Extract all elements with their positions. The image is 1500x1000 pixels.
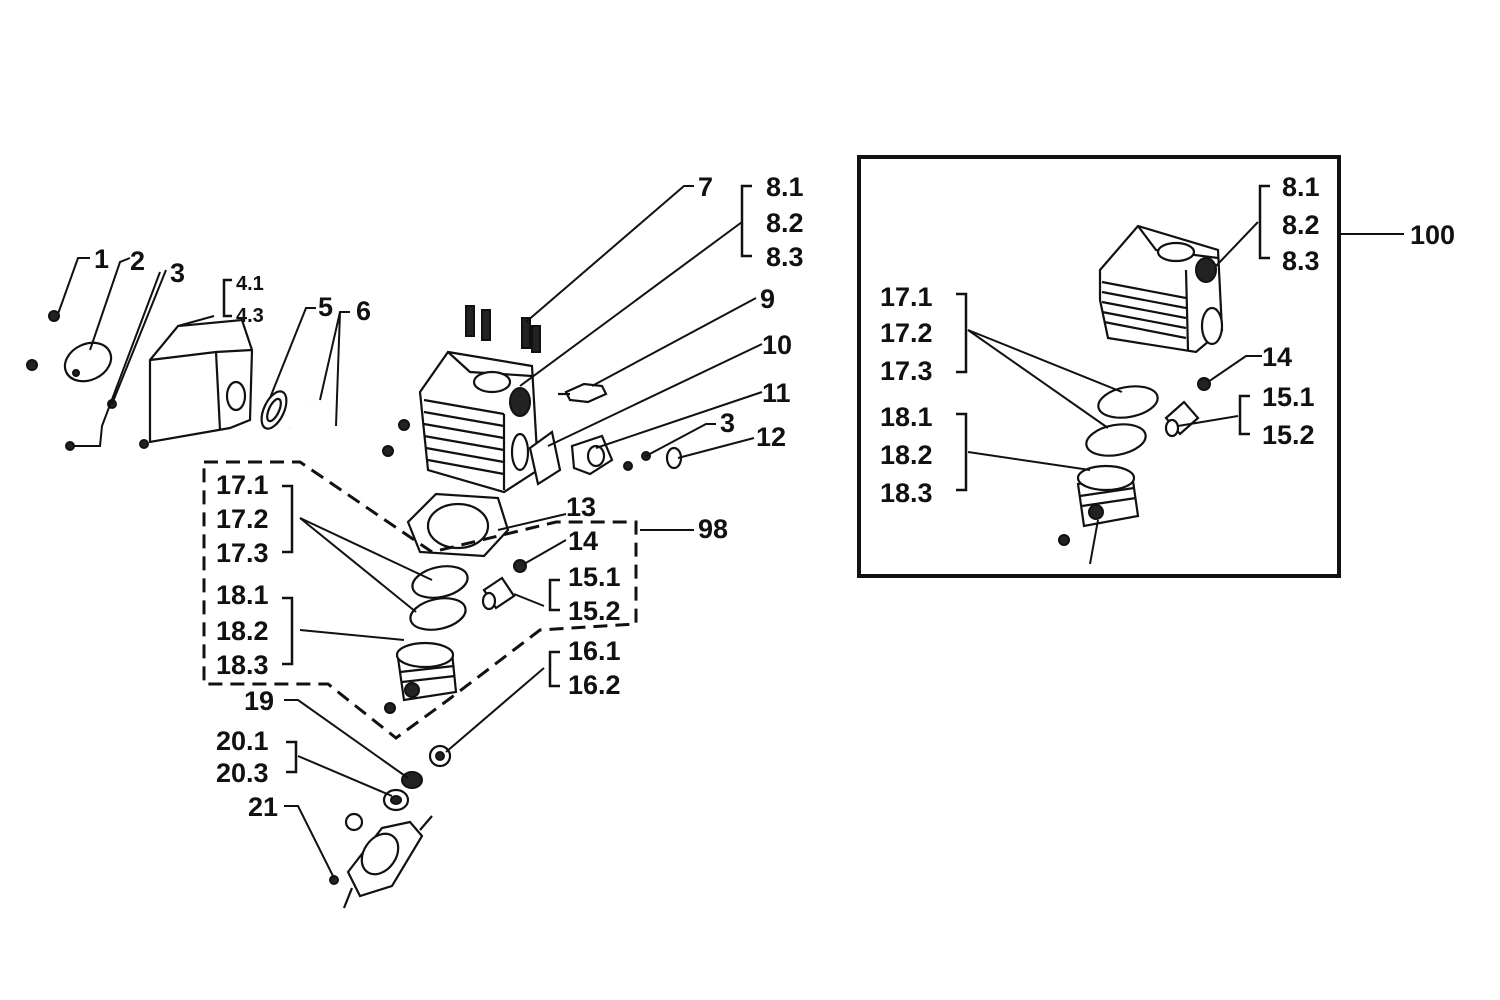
label-brackets xyxy=(222,184,752,774)
part-bolts-6 xyxy=(289,402,410,457)
label-14: 14 xyxy=(568,526,598,556)
inset-brackets xyxy=(956,184,1270,492)
label-20-3: 20.3 xyxy=(216,758,269,788)
inset-ring-upper xyxy=(1097,385,1159,419)
label-6: 6 xyxy=(356,296,371,326)
part-bearing-16 xyxy=(428,744,452,768)
inset-label-15-1: 15.1 xyxy=(1262,382,1315,412)
label-10: 10 xyxy=(762,330,792,360)
part-muffler xyxy=(148,318,254,444)
label-9: 9 xyxy=(760,284,775,314)
part-intake xyxy=(528,430,683,486)
label-8-3: 8.3 xyxy=(766,242,804,272)
label-8-2: 8.2 xyxy=(766,208,804,238)
label-19: 19 xyxy=(244,686,274,716)
inset-label-14: 14 xyxy=(1262,342,1292,372)
inset-label-18-3: 18.3 xyxy=(880,478,933,508)
inset-label-8-2: 8.2 xyxy=(1282,210,1320,240)
label-98: 98 xyxy=(698,514,728,544)
part-labels: 1 2 3 4.1 4.3 5 6 7 8.1 8.2 8.3 9 10 11 … xyxy=(94,172,804,822)
inset-ring-lower xyxy=(1085,423,1147,457)
label-kit-100: 100 xyxy=(1410,220,1455,250)
label-17-2: 17.2 xyxy=(216,504,269,534)
label-16-2: 16.2 xyxy=(568,670,621,700)
label-13: 13 xyxy=(566,492,596,522)
label-12: 12 xyxy=(756,422,786,452)
label-8-1: 8.1 xyxy=(766,172,804,202)
inset-label-18-1: 18.1 xyxy=(880,402,933,432)
leader-lines xyxy=(57,185,763,879)
label-11: 11 xyxy=(762,378,791,408)
label-18-1: 18.1 xyxy=(216,580,269,610)
part-valve-9 xyxy=(558,382,608,404)
label-5: 5 xyxy=(318,292,333,322)
inset-cylinder xyxy=(1098,224,1224,354)
label-1: 1 xyxy=(94,244,109,274)
label-3: 3 xyxy=(170,258,185,288)
inset-label-17-2: 17.2 xyxy=(880,318,933,348)
inset-label-8-3: 8.3 xyxy=(1282,246,1320,276)
label-16-1: 16.1 xyxy=(568,636,621,666)
inset-label-8-1: 8.1 xyxy=(1282,172,1320,202)
part-piston-rings xyxy=(409,565,469,631)
label-3b: 3 xyxy=(720,408,735,438)
inset-leader-lines xyxy=(967,221,1404,471)
part-cylinder xyxy=(418,350,540,494)
kit-98-outline xyxy=(202,460,638,740)
label-18-2: 18.2 xyxy=(216,616,269,646)
label-7: 7 xyxy=(698,172,713,202)
label-15-2: 15.2 xyxy=(568,596,621,626)
label-2: 2 xyxy=(130,246,145,276)
label-21: 21 xyxy=(248,792,278,822)
part-pin-clip xyxy=(481,559,527,611)
label-4-1: 4.1 xyxy=(236,273,264,295)
part-screws-cap xyxy=(26,310,149,451)
main-exploded-view: 1 2 3 4.1 4.3 5 6 7 8.1 8.2 8.3 9 10 11 … xyxy=(26,172,804,909)
inset-piston xyxy=(1058,464,1140,565)
label-17-3: 17.3 xyxy=(216,538,269,568)
part-piston xyxy=(384,641,458,714)
label-20-1: 20.1 xyxy=(216,726,269,756)
inset-label-18-2: 18.2 xyxy=(880,440,933,470)
part-bearing-19-20 xyxy=(382,771,423,812)
inset-label-17-1: 17.1 xyxy=(880,282,933,312)
inset-pin-clip xyxy=(1164,377,1211,438)
part-spark-plugs xyxy=(465,305,541,353)
label-18-3: 18.3 xyxy=(216,650,269,680)
inset-labels: 100 8.1 8.2 8.3 17.1 17.2 17.3 18.1 18.2… xyxy=(880,172,1455,508)
label-15-1: 15.1 xyxy=(568,562,621,592)
label-17-1: 17.1 xyxy=(216,470,269,500)
part-gasket-5 xyxy=(260,390,288,430)
label-4-3: 4.3 xyxy=(236,305,264,327)
inset-kit-100: 100 8.1 8.2 8.3 17.1 17.2 17.3 18.1 18.2… xyxy=(857,155,1455,578)
part-crankshaft xyxy=(329,812,433,909)
inset-label-15-2: 15.2 xyxy=(1262,420,1315,450)
inset-label-17-3: 17.3 xyxy=(880,356,933,386)
